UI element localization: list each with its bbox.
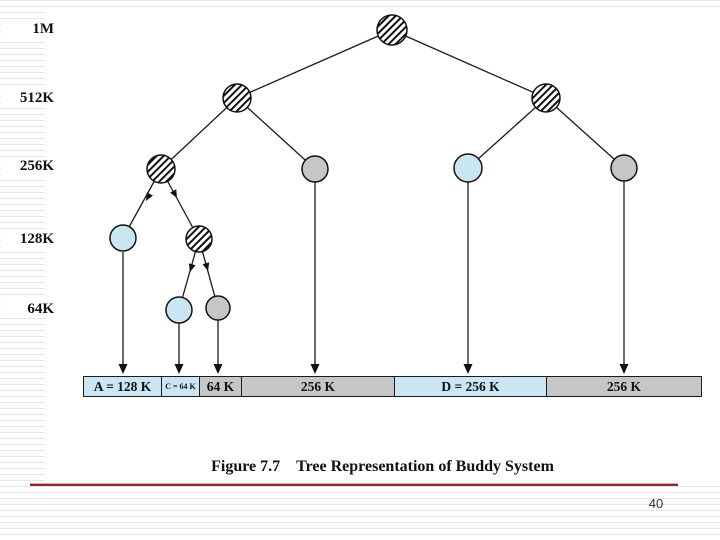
memory-segment-c-64k: C = 64 K: [161, 377, 199, 396]
memory-segment-free-256k: 256 K: [241, 377, 394, 396]
tree-node-64k-free: [205, 295, 231, 321]
axis-label-64k: 64K: [1, 300, 55, 318]
leaf-to-memory-arrows: [122, 181, 625, 364]
tree-edges: [122, 29, 625, 311]
tree-node-64k-allocated-c: [165, 296, 193, 324]
memory-segment-free-256k-right: 256 K: [546, 377, 701, 396]
memory-segment-a-128k: A = 128 K: [84, 377, 161, 396]
axis-label-1m: 1M: [1, 20, 55, 38]
tree-node-128k-split: [185, 225, 213, 253]
tree-node-1m-root-split: [376, 14, 408, 46]
axis-label-128k: 128K: [1, 230, 55, 248]
tree-node-256k-allocated-d: [453, 153, 483, 183]
memory-segment-d-256k: D = 256 K: [394, 377, 546, 396]
tree-node-256k-free: [301, 155, 329, 183]
figure-caption-label: Figure 7.7: [211, 458, 281, 475]
figure-caption-title: Tree Representation of Buddy System: [296, 458, 554, 475]
axis-label-256k: 256K: [1, 157, 55, 175]
memory-segment-free-64k: 64 K: [199, 377, 241, 396]
edge-arrowheads: [146, 189, 210, 272]
tree-node-256k-split: [146, 154, 176, 184]
page-number: 40: [648, 496, 664, 511]
tree-nodes: [109, 14, 638, 324]
memory-bar: A = 128 K C = 64 K 64 K 256 K D = 256 K …: [83, 376, 702, 397]
slide-content-area: [45, 12, 720, 486]
tree-node-128k-allocated-a: [109, 224, 137, 252]
tree-node-512k-left-split: [222, 83, 252, 113]
tree-node-256k-free-right: [610, 154, 638, 182]
tree-node-512k-right-split: [531, 83, 561, 113]
divider-line: [30, 484, 678, 486]
leaf-arrowheads: [118, 364, 629, 374]
figure-caption: Figure 7.7 Tree Representation of Buddy S…: [45, 458, 720, 476]
axis-label-512k: 512K: [1, 89, 55, 107]
